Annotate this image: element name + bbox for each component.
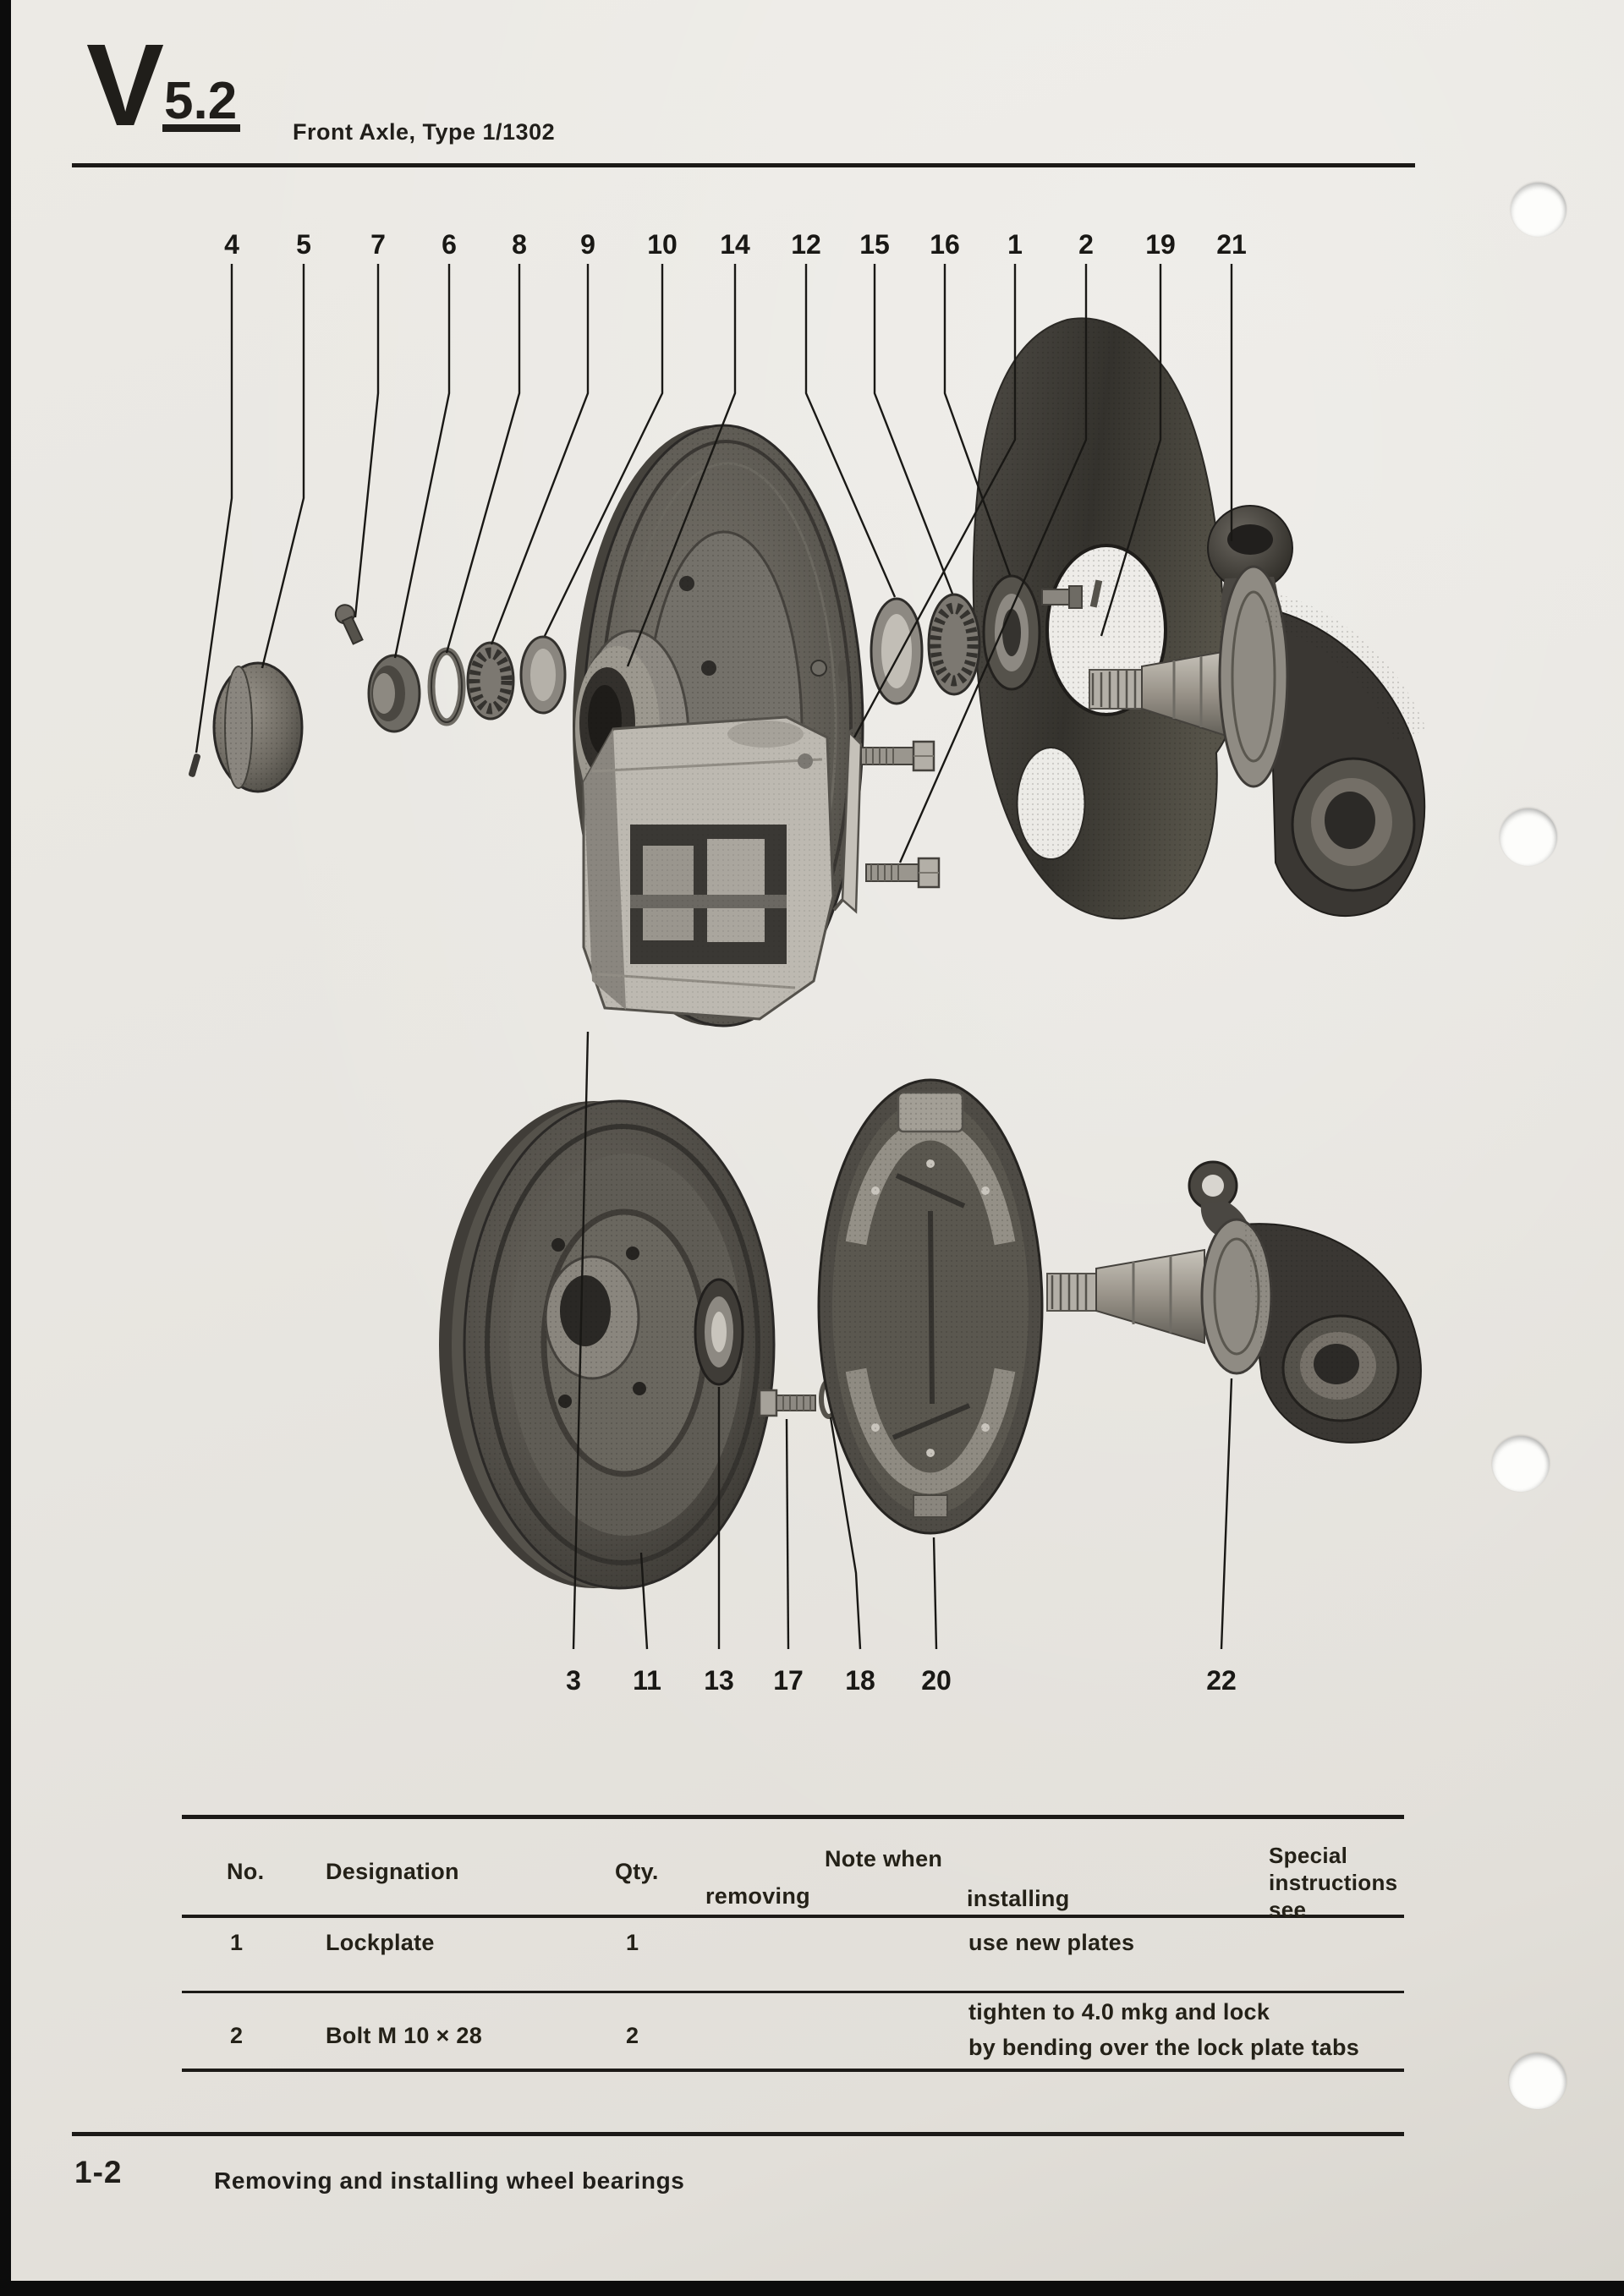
col-header-installing: installing	[967, 1886, 1070, 1911]
punch-hole-1	[1511, 183, 1566, 237]
scan-edge-left	[0, 0, 11, 2296]
col-header-note-when: Note when	[825, 1846, 943, 1871]
paper-sheet	[11, 0, 1624, 2281]
part-callout-20: 20	[921, 1665, 952, 1696]
section-number: 5.2	[162, 74, 241, 132]
splash-shield	[972, 317, 1238, 920]
clamp-nut	[367, 654, 421, 733]
scan-edge-bottom	[0, 2281, 1624, 2296]
footer-rule	[72, 2132, 1404, 2136]
col-header-designation: Designation	[326, 1859, 459, 1884]
row1-designation: Lockplate	[326, 1930, 435, 1955]
part-callout-14: 14	[720, 229, 750, 260]
steering-knuckle-bottom	[1046, 1160, 1422, 1444]
part-callout-11: 11	[633, 1665, 661, 1696]
brake-caliper	[582, 715, 835, 1021]
punch-hole-2	[1500, 808, 1557, 866]
part-callout-9: 9	[580, 229, 595, 260]
part-callout-21: 21	[1216, 229, 1247, 260]
part-callout-4: 4	[224, 229, 239, 260]
part-callout-22: 22	[1206, 1665, 1237, 1696]
part-callout-16: 16	[930, 229, 960, 260]
part-callout-7: 7	[370, 229, 386, 260]
part-callout-6: 6	[442, 229, 457, 260]
part-callout-1: 1	[1007, 229, 1023, 260]
row2-no: 2	[230, 2023, 244, 2048]
hub-seal-ring	[694, 1278, 744, 1386]
spindle-cone-bottom	[1095, 1248, 1205, 1345]
thrust-washer	[427, 647, 466, 726]
grease-seal	[982, 574, 1041, 691]
section-letter: V	[86, 20, 164, 151]
part-callout-19: 19	[1145, 229, 1176, 260]
part-callout-17: 17	[773, 1665, 804, 1696]
part-callout-13: 13	[704, 1665, 734, 1696]
lock-plate	[832, 724, 863, 914]
retainer-clip	[1089, 579, 1103, 608]
brake-drum	[439, 1099, 776, 1590]
row1-no: 1	[230, 1930, 244, 1955]
cotter-pin	[189, 753, 200, 777]
row1-qty: 1	[626, 1930, 639, 1955]
spindle-thread-tip-bottom	[1046, 1273, 1097, 1312]
table-bottom-border	[182, 2069, 1404, 2072]
page-title: Front Axle, Type 1/1302	[293, 119, 556, 145]
part-callout-12: 12	[791, 229, 821, 260]
header-rule	[72, 163, 1415, 167]
part-callout-3: 3	[566, 1665, 581, 1696]
punch-hole-3	[1492, 1436, 1550, 1492]
footer-page-number: 1-2	[74, 2155, 123, 2189]
hex-bolt-lower	[865, 857, 941, 889]
part-callout-2: 2	[1078, 229, 1094, 260]
col-header-no: No.	[227, 1859, 265, 1884]
table-top-border	[182, 1815, 1404, 1819]
socket-screw	[334, 604, 364, 645]
punch-hole-4	[1509, 2053, 1566, 2109]
col-header-qty: Qty.	[615, 1859, 659, 1884]
row2-installing-note: tighten to 4.0 mkg and lock by bending o…	[968, 1999, 1360, 2060]
part-callout-10: 10	[647, 229, 678, 260]
outer-bearing-race	[870, 597, 924, 705]
part-callout-5: 5	[296, 229, 311, 260]
col-header-removing: removing	[705, 1883, 810, 1909]
socket-bolt-small	[1041, 585, 1083, 609]
inner-bearing	[466, 641, 515, 721]
footer-title: Removing and installing wheel bearings	[214, 2167, 685, 2194]
part-callout-18: 18	[845, 1665, 875, 1696]
hex-bolt-upper	[860, 740, 935, 772]
part-callout-15: 15	[859, 229, 890, 260]
brake-shoe-assembly	[817, 1078, 1044, 1535]
spindle-thread-tip	[1089, 669, 1143, 710]
table-row-separator	[182, 1991, 1404, 1993]
col-header-special: Special instructions see	[1269, 1843, 1398, 1922]
steering-knuckle-top	[1089, 505, 1427, 917]
bearing-race	[519, 635, 567, 715]
leader-lines	[195, 264, 1233, 1650]
bottom-callout-labels: 3 11 13 17 18 20 22	[566, 1665, 1237, 1696]
table-header-border	[182, 1915, 1404, 1918]
row2-qty: 2	[626, 2023, 639, 2048]
row1-installing-note: use new plates	[968, 1930, 1135, 1955]
section-logo: V 5.2	[86, 20, 241, 151]
row2-designation: Bolt M 10 × 28	[326, 2023, 483, 2048]
outer-bearing	[927, 593, 981, 696]
part-callout-8: 8	[512, 229, 527, 260]
grease-cap	[212, 661, 304, 793]
spindle-washer-small	[810, 660, 847, 682]
drum-bolt	[758, 1389, 816, 1417]
shield-center-hole	[1045, 544, 1167, 716]
